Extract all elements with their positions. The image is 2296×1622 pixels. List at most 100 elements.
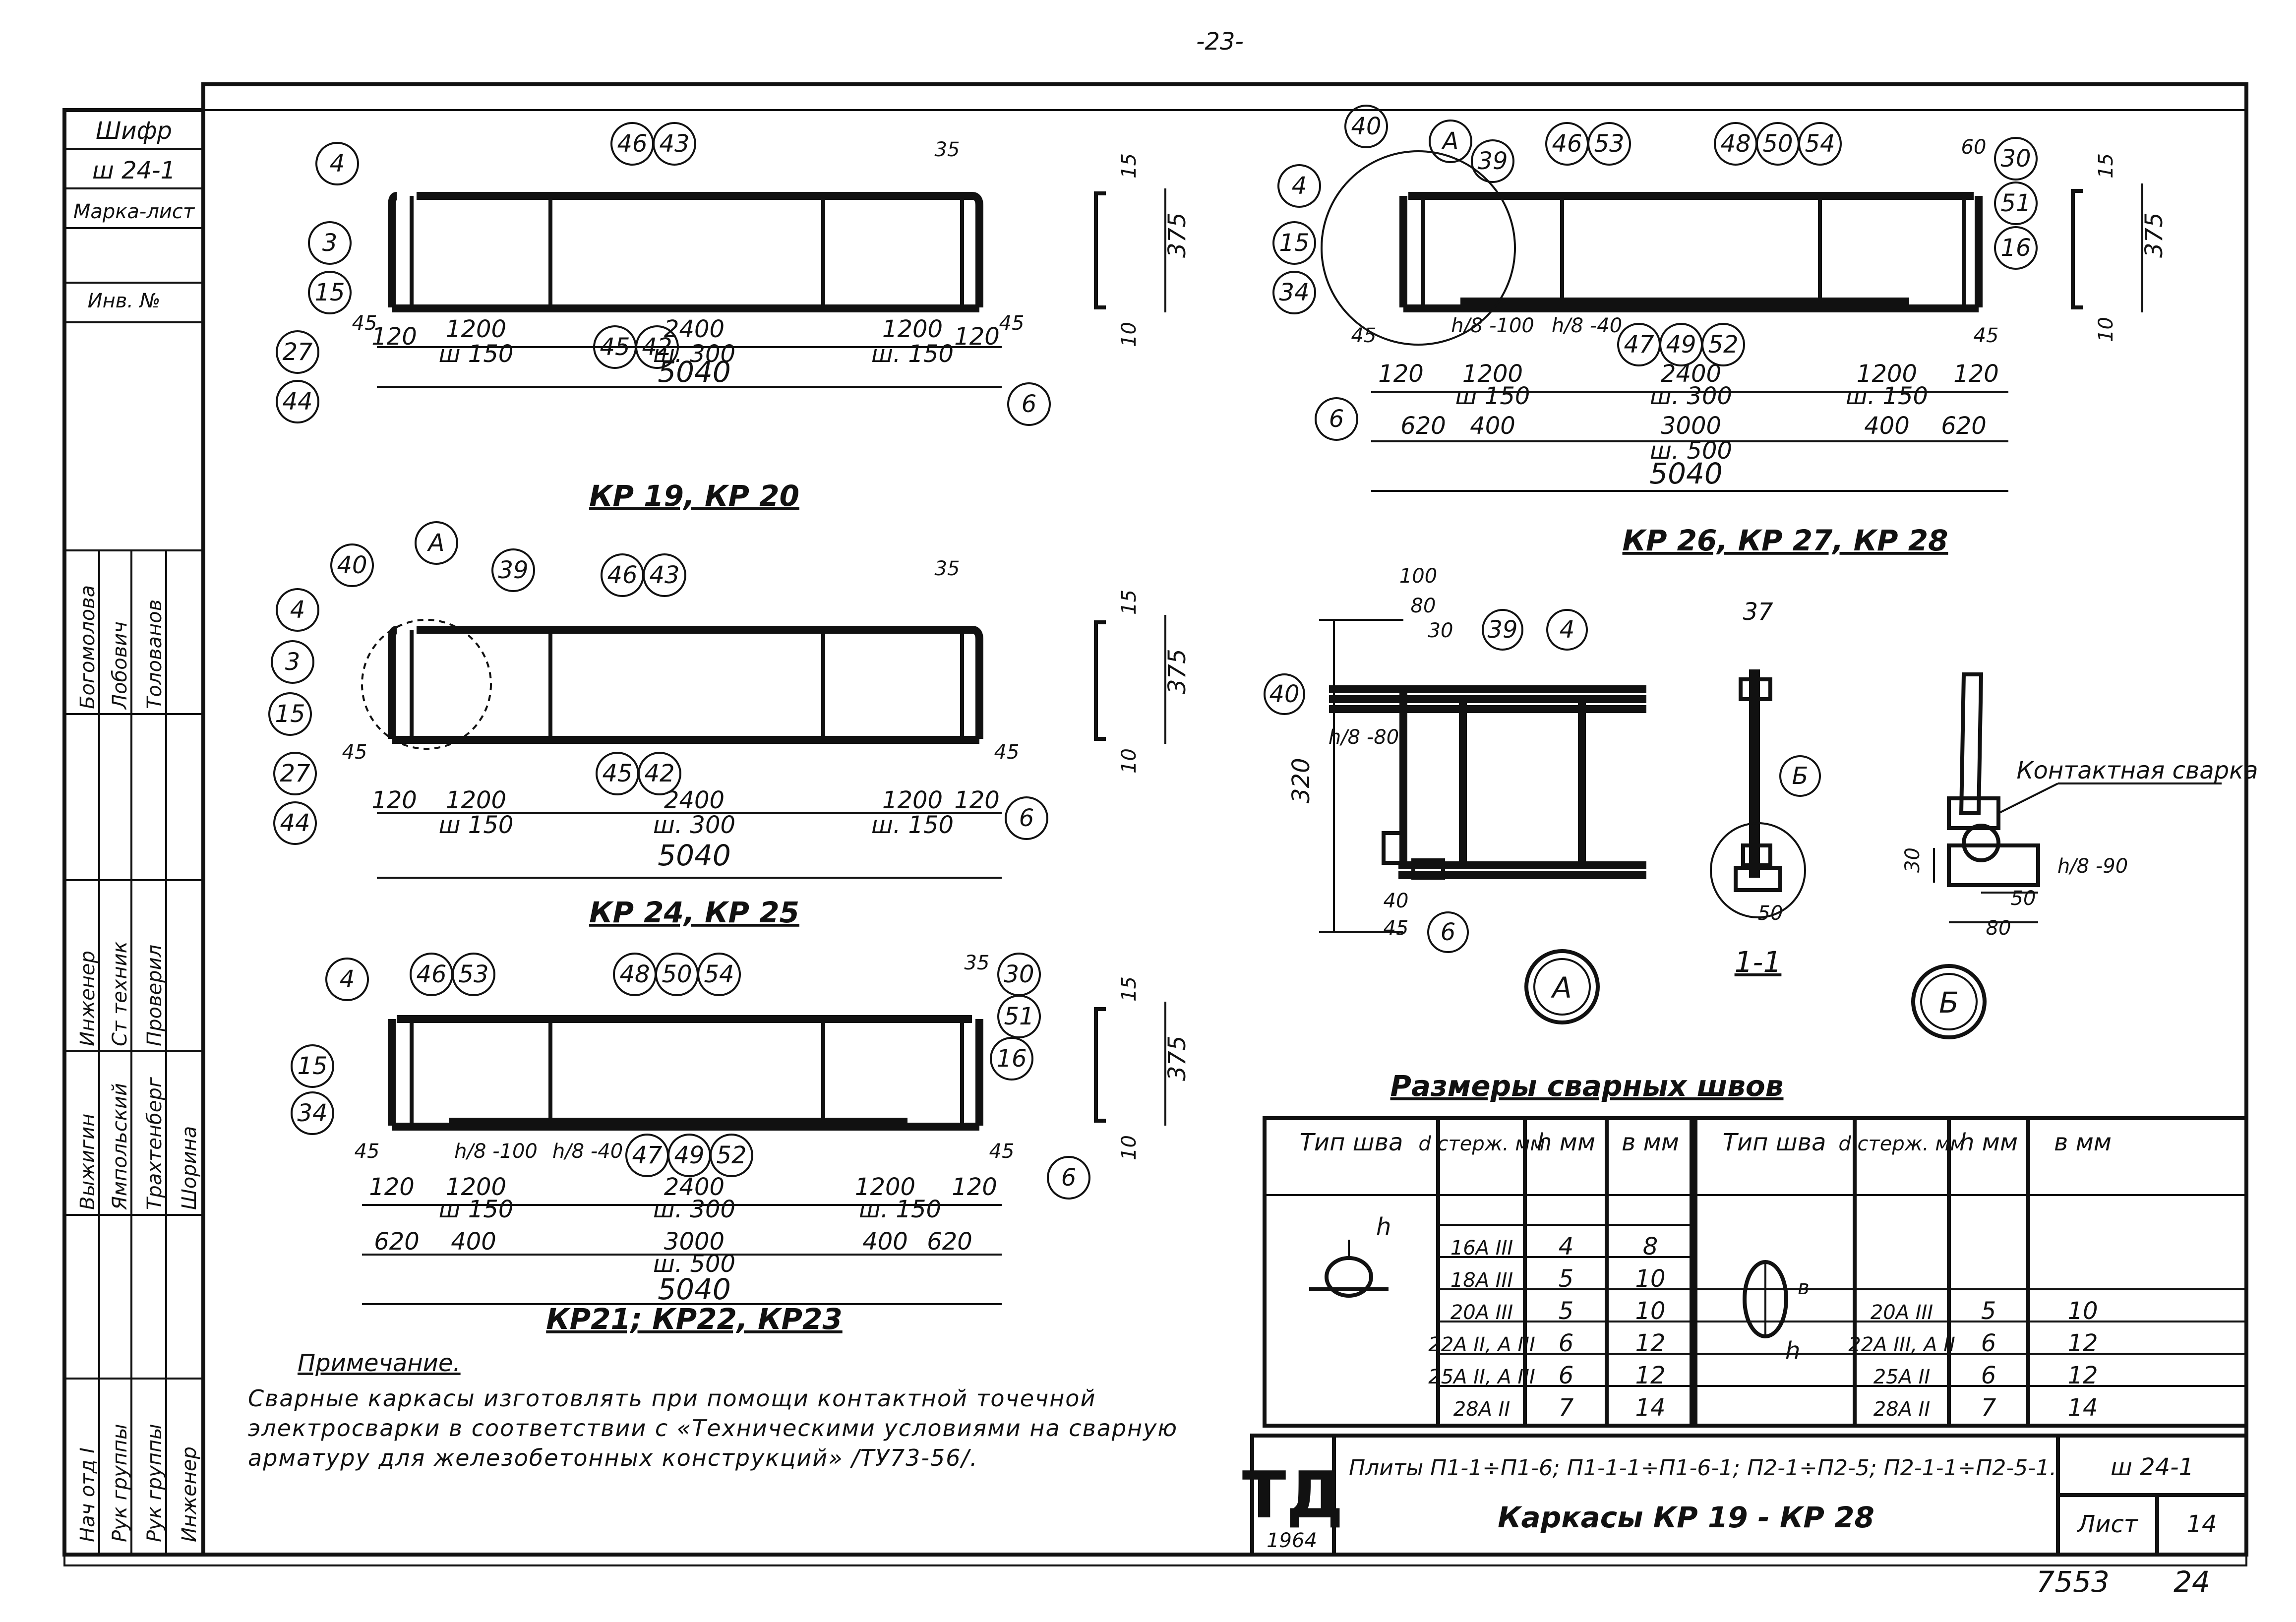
kr26-callout-5: 48: [1720, 130, 1751, 158]
kr26-lower-1: 400: [1470, 412, 1515, 440]
title-main: Каркасы КР 19 - КР 28: [1498, 1501, 1874, 1534]
stamp-role-4: Выжигин: [76, 1114, 99, 1210]
weld-left-2-h: 5: [1559, 1297, 1574, 1325]
kr26-lower-0: 620: [1400, 412, 1446, 440]
kr26-callout-13: 34: [1279, 279, 1309, 306]
kr26-step-2: ш. 150: [1846, 382, 1928, 410]
detail-a-dim-2: 30: [1428, 619, 1453, 642]
kr21-callout-0: 4: [340, 965, 355, 993]
weld-left-4-h: 6: [1559, 1362, 1574, 1389]
kr21-callout-3: 48: [619, 961, 650, 988]
kr21-seg-2: 2400: [664, 1173, 725, 1201]
kr21-small-0: 45: [355, 1140, 380, 1163]
kr21-lower-2: 3000: [664, 1228, 725, 1256]
weld-right-1-h: 6: [1981, 1329, 1996, 1357]
section-1-1-label: 1-1: [1735, 945, 1782, 979]
weld-left-2-d: 20А III: [1450, 1301, 1513, 1324]
weld-right-3-d: 28А II: [1873, 1398, 1931, 1421]
weld-sketch-right: в h: [1743, 1260, 1810, 1365]
kr21-callout-1: 46: [416, 961, 446, 988]
kr26-callout-8: 30: [2000, 145, 2031, 173]
kr26-callout-9: 51: [2000, 189, 2031, 217]
section-1-1-dim-1: 50: [1758, 902, 1783, 925]
detail-a-dim-3: 320: [1287, 758, 1315, 803]
kr26-section: 15 375 10: [2071, 153, 2168, 342]
weld-left-5-h: 7: [1559, 1394, 1574, 1422]
kr19-section: 15 375 10: [1094, 153, 1191, 347]
weld-sketch-right-h: h: [1785, 1337, 1800, 1365]
kr19-callout-8: 42: [642, 333, 672, 361]
kr21-callout-11: 47: [632, 1141, 663, 1169]
detail-a-dim-0: 100: [1399, 565, 1437, 588]
kr26-weld-0: h/8 -100: [1451, 314, 1534, 337]
weld-sketch-left-h: h: [1376, 1213, 1391, 1241]
weld-right-0-d: 20А III: [1871, 1301, 1933, 1324]
bottom-number-0: 7553: [2036, 1565, 2110, 1599]
kr24-callout-12: 6: [1019, 804, 1034, 832]
kr26-seg-2: 2400: [1661, 360, 1721, 388]
kr21-seg-0: 120: [369, 1173, 415, 1201]
kr24-title: КР 24, КР 25: [589, 896, 799, 929]
stamp-role-6: Трахтенберг: [143, 1077, 166, 1210]
weld-table-title: Размеры сварных швов: [1390, 1069, 1784, 1103]
weld-right-1-d: 22А III, А II: [1848, 1333, 1955, 1356]
weld-right-0-b: 10: [2067, 1297, 2098, 1325]
kr21-section-dim-0: 15: [1118, 976, 1141, 1002]
title-logo: ТД: [1242, 1457, 1343, 1533]
kr21-callouts: 4 46 53 48 50 54 30 51 16 15 34 47 49 52…: [291, 953, 1090, 1200]
kr19-seg-1: 1200: [446, 315, 506, 343]
detail-b-dim-0: 30: [1901, 847, 1924, 873]
kr21-section-dim-1: 375: [1163, 1035, 1191, 1081]
kr24-callout-5: 4: [290, 596, 305, 624]
kr19-small-0: 45: [352, 312, 377, 335]
weld-header-3: в мм: [1622, 1129, 1679, 1156]
kr26-callout-6: 50: [1762, 130, 1793, 158]
inv-label: Инв. №: [88, 290, 161, 312]
weld-left-5-b: 14: [1635, 1394, 1665, 1422]
kr19-seg-3: 1200: [882, 315, 943, 343]
detail-a-dim-4: h/8 -80: [1329, 726, 1399, 749]
kr19-step-1: ш. 300: [653, 340, 735, 368]
kr21-callout-7: 51: [1004, 1003, 1034, 1030]
section-1-1-dim-0: 37: [1743, 598, 1773, 626]
kr24-small-0: 45: [342, 741, 367, 764]
kr19-callout-2: 43: [659, 130, 689, 158]
kr21-seg-1: 1200: [446, 1173, 506, 1201]
kr19-seg-4: 120: [954, 323, 1000, 351]
frame-kr26: 5040 120 1200 2400 1200 120 ш 150 ш. 300…: [1321, 136, 2168, 492]
kr21-seg-4: 120: [952, 1173, 997, 1201]
kr26-callout-17: 6: [1329, 405, 1344, 433]
detail-b: 30 50 80 h/8 -90 Контактная сварка Б: [1901, 672, 2258, 1039]
title-year: 1964: [1267, 1529, 1317, 1552]
cipher-label: Шифр: [96, 117, 172, 145]
contact-weld-label: Контактная сварка: [2016, 757, 2258, 784]
weld-left-0-b: 8: [1643, 1233, 1658, 1261]
kr24-small-2: 45: [994, 741, 1020, 764]
kr26-title: КР 26, КР 27, КР 28: [1623, 524, 1948, 557]
kr24-callout-1: А: [427, 529, 445, 557]
kr26-seg-1: 1200: [1462, 360, 1523, 388]
weld-header-7: в мм: [2054, 1129, 2112, 1156]
kr21-callout-13: 52: [716, 1141, 746, 1169]
kr19-callout-9: 6: [1022, 390, 1037, 418]
kr24-overall: 5040: [658, 839, 731, 872]
side-stamp: Шифр ш 24-1 Марка-лист Инв. № Нач отд I …: [62, 108, 205, 1557]
weld-right-2-b: 12: [2067, 1362, 2098, 1389]
kr24-section-dim-2: 10: [1118, 748, 1141, 774]
kr24-callout-2: 39: [498, 556, 528, 584]
kr19-step-2: ш. 150: [871, 340, 954, 368]
kr19-seg-2: 2400: [664, 315, 725, 343]
kr21-lower-step: ш. 500: [653, 1250, 735, 1278]
kr24-callouts: 40 А 39 46 43 4 3 15 27 44 45 42 6: [268, 521, 1048, 845]
kr19-callout-3: 3: [322, 229, 338, 257]
kr24-callout-4: 43: [649, 561, 679, 589]
kr26-callout-12: 15: [1279, 229, 1309, 257]
kr21-callout-12: 49: [674, 1141, 704, 1169]
section-1-1: 37 50 Б 1-1: [1710, 598, 1821, 979]
kr24-callout-3: 46: [607, 561, 637, 589]
kr19-callout-7: 45: [600, 333, 630, 361]
stamp-role-8: Инженер: [76, 951, 99, 1046]
kr21-step-0: ш 150: [439, 1196, 514, 1223]
kr26-section-dim-0: 15: [2095, 153, 2117, 179]
kr19-callout-4: 15: [314, 279, 345, 306]
